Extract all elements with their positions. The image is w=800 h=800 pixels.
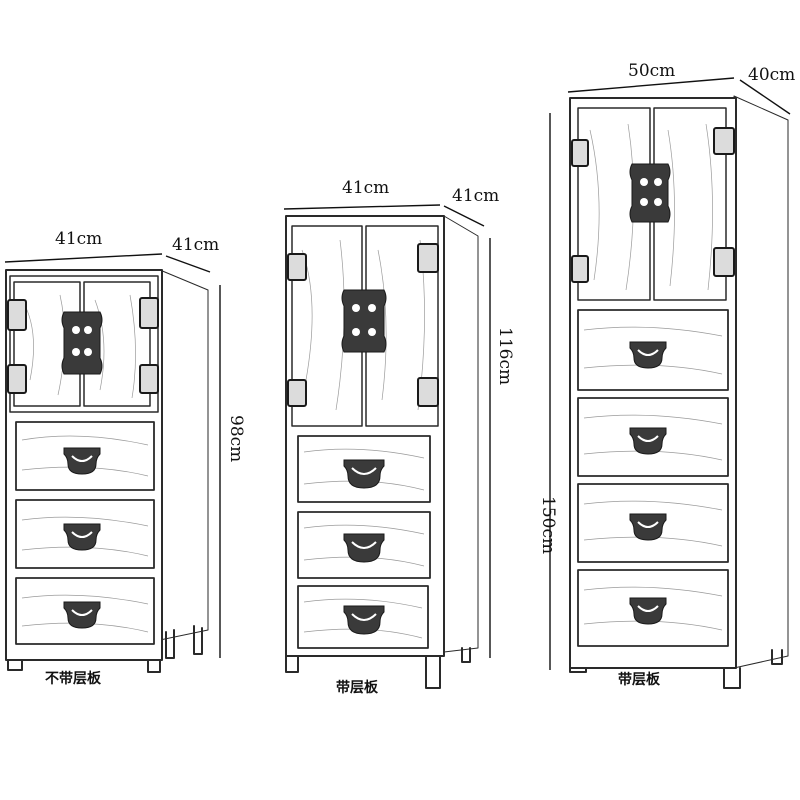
drawer-pull-icon (63, 523, 101, 551)
depth-dimension-line (443, 205, 485, 227)
hinge-icon (7, 364, 27, 394)
drawer-pull-icon (343, 533, 385, 563)
depth-label: 41cm (452, 186, 499, 206)
drawer-pull-icon (629, 427, 667, 455)
depth-label: 41cm (172, 235, 219, 255)
drawer (15, 499, 155, 569)
height-label: 116cm (495, 327, 515, 385)
cabinet-caption: 不带层板 (45, 670, 102, 687)
drawer (577, 569, 729, 647)
width-dimension-line (4, 253, 163, 263)
height-label: 98cm (226, 415, 246, 462)
drawer-pull-icon (629, 597, 667, 625)
hinge-icon (713, 247, 735, 277)
lock-plate-icon (61, 311, 103, 375)
drawer (297, 435, 431, 503)
drawer (297, 511, 431, 579)
hinge-icon (139, 364, 159, 394)
hinge-icon (417, 377, 439, 407)
width-label: 41cm (55, 229, 102, 249)
hinge-icon (7, 299, 27, 331)
cabinet-side-panel (733, 95, 789, 669)
drawer (577, 397, 729, 477)
cabinet-large: 50cm 40cm 150cm (538, 61, 795, 689)
drawer-pull-icon (343, 605, 385, 635)
hinge-icon (571, 255, 589, 283)
drawer (577, 309, 729, 391)
width-dimension-line (567, 77, 735, 93)
drawer-pull-icon (343, 459, 385, 489)
cabinet-side-panel (159, 269, 209, 641)
height-label: 150cm (538, 496, 558, 554)
drawer (15, 577, 155, 645)
depth-label: 40cm (748, 65, 795, 85)
width-label: 50cm (628, 61, 675, 81)
hinge-icon (713, 127, 735, 155)
drawer-pull-icon (63, 601, 101, 629)
drawer (15, 421, 155, 491)
drawer-pull-icon (629, 341, 667, 369)
lock-plate-icon (341, 289, 387, 353)
width-label: 41cm (342, 178, 389, 198)
hinge-icon (287, 379, 307, 407)
hinge-icon (417, 243, 439, 273)
hinge-icon (287, 253, 307, 281)
drawer (577, 483, 729, 563)
cabinet-caption: 带层板 (336, 679, 379, 696)
cabinet-small: 41cm 41cm 98cm (4, 229, 246, 687)
cabinet-caption: 带层板 (618, 671, 661, 688)
drawer (297, 585, 429, 649)
depth-dimension-line (165, 255, 211, 273)
cabinet-side-panel (443, 215, 479, 653)
lock-plate-icon (629, 163, 671, 223)
drawer-pull-icon (629, 513, 667, 541)
hinge-icon (571, 139, 589, 167)
width-dimension-line (283, 204, 441, 210)
cabinet-medium: 41cm 41cm 116cm 带层板 (283, 178, 515, 696)
drawer-pull-icon (63, 447, 101, 475)
hinge-icon (139, 297, 159, 329)
depth-dimension-line (739, 79, 791, 115)
